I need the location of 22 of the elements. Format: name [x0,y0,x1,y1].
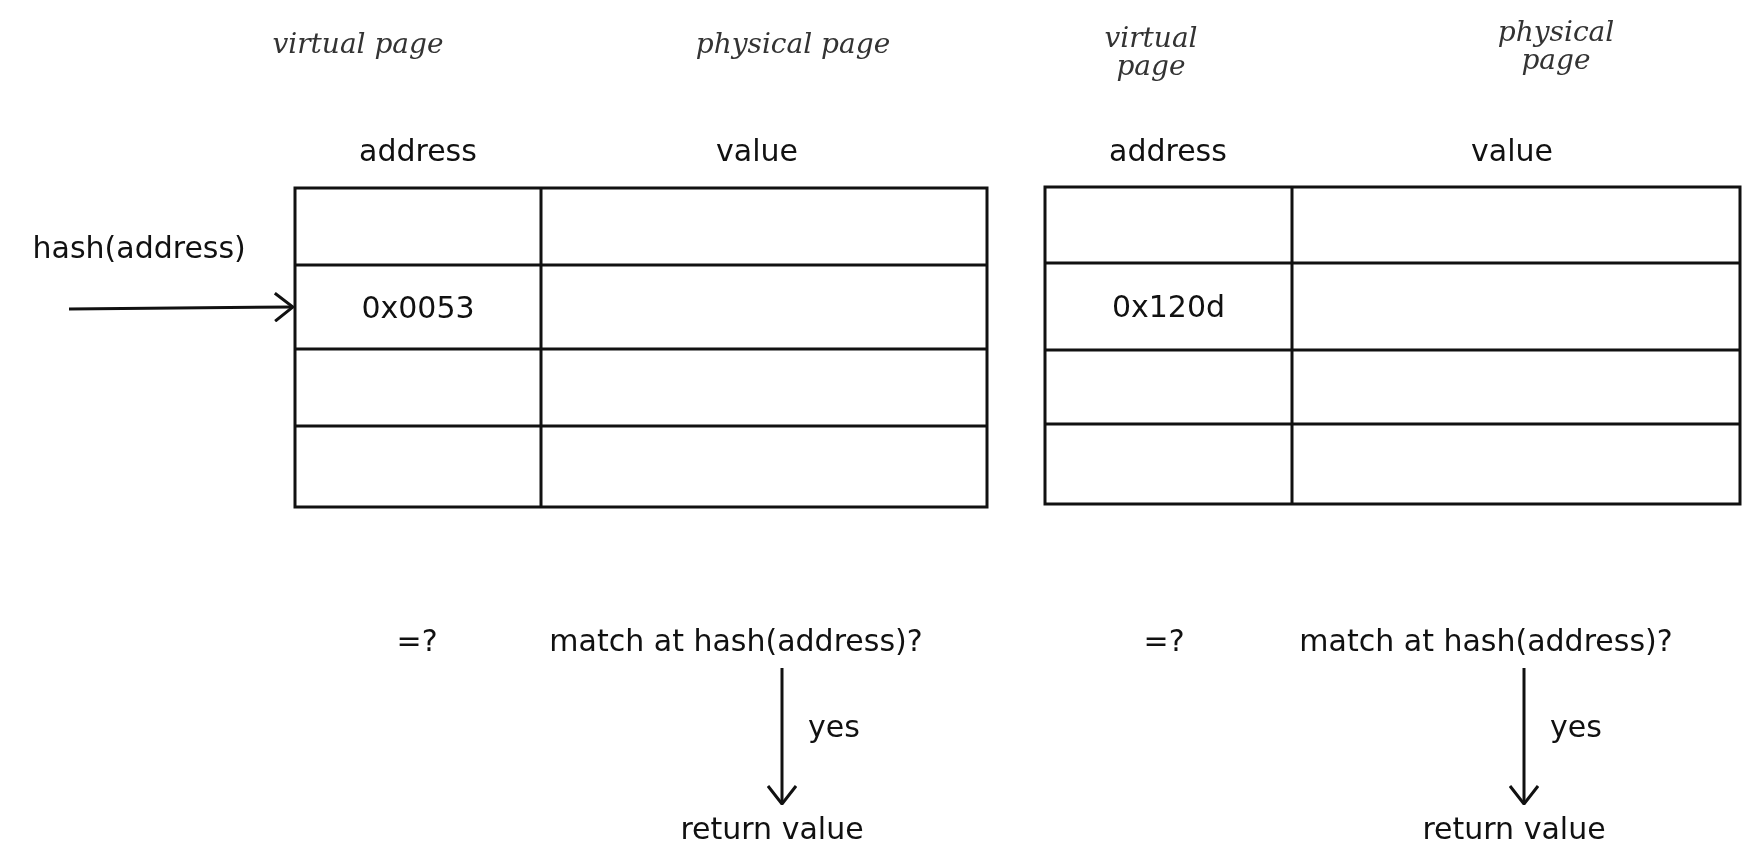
edge-label: yes [808,708,860,744]
text-label: match at hash(address)? [546,620,926,660]
text-label: =? [396,622,438,658]
table-cell: 0x0053 [297,267,539,347]
handwritten-note: physical page [694,30,892,58]
text-label: =? [1143,622,1185,658]
handwritten-note: physical page [1496,18,1616,74]
handwritten-note: virtual page [1103,24,1199,80]
arrow [69,291,295,323]
edge-label: yes [1550,708,1602,744]
column-header: value [1471,132,1553,168]
column-header: address [1109,132,1227,168]
arrow [1508,668,1540,806]
arrow [766,668,798,806]
column-header: value [716,132,798,168]
text-label: return value [652,808,892,844]
column-header: address [359,132,477,168]
handwritten-note: virtual page [271,30,445,58]
table-cell: 0x120d [1047,265,1290,348]
text-label: return value [1394,808,1634,844]
text-label: hash(address) [32,229,246,265]
text-label: match at hash(address)? [1296,620,1676,660]
